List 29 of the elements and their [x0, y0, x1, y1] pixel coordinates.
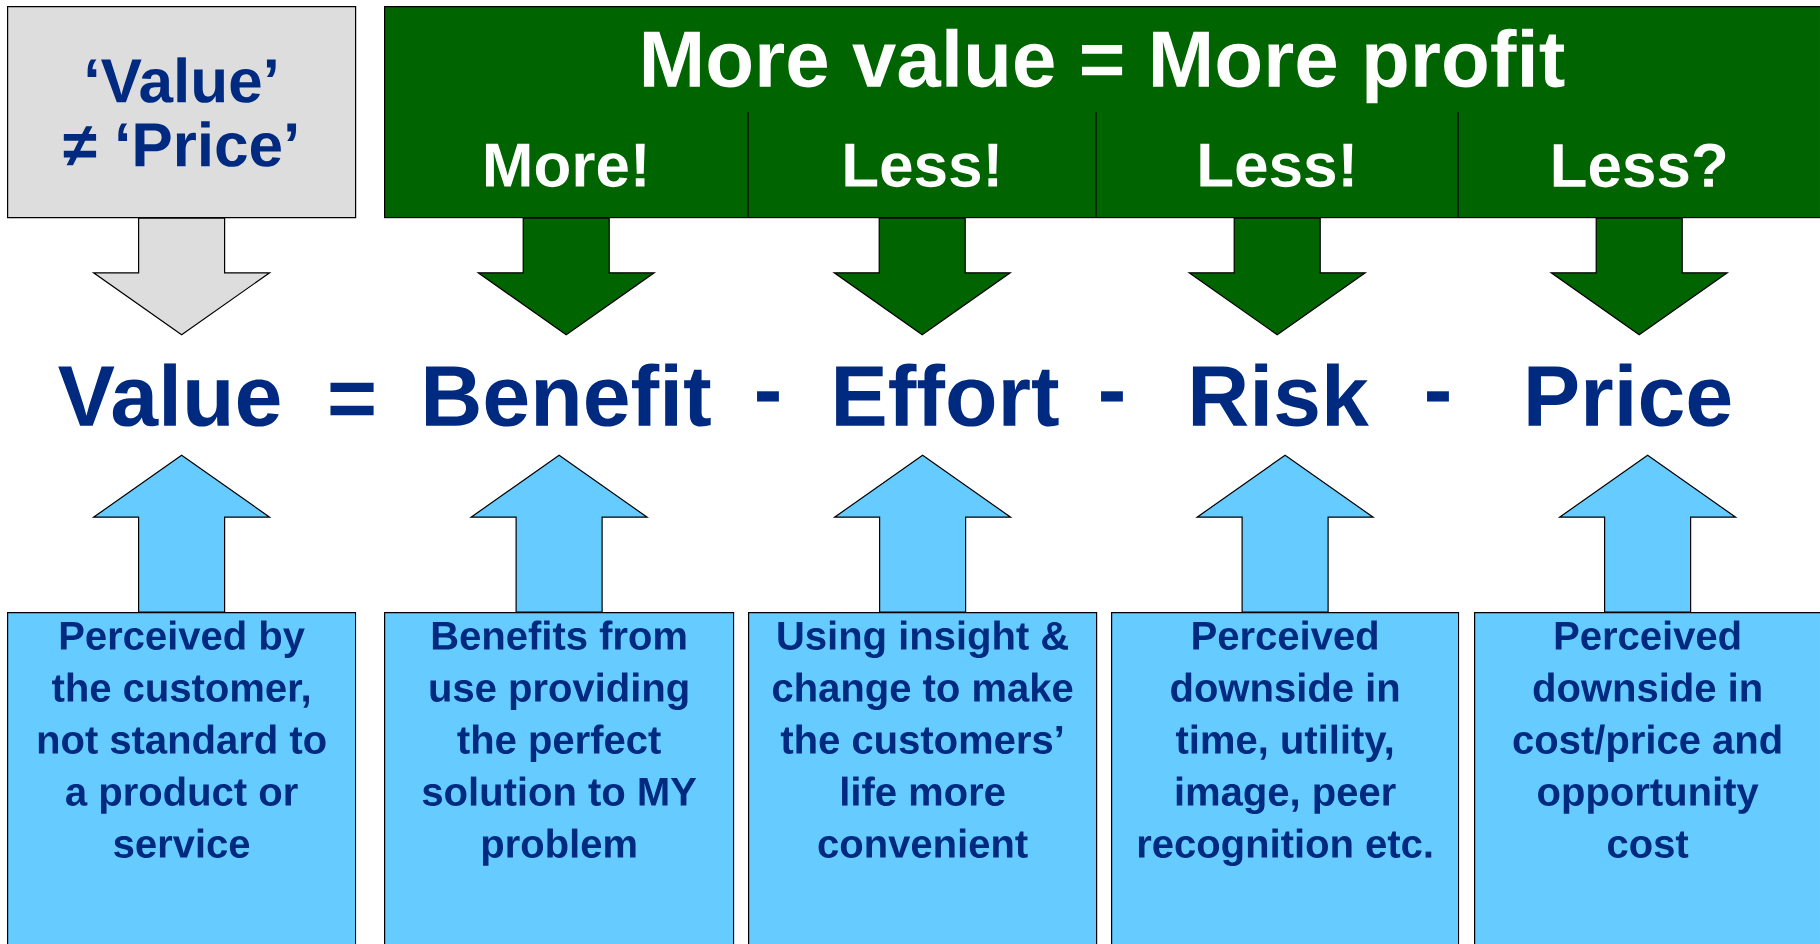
block-arrow [1195, 454, 1375, 613]
block-arrow [91, 217, 272, 336]
equation-term: Risk [1192, 363, 1369, 427]
block-arrow [832, 217, 1013, 336]
block-arrow [1187, 217, 1368, 336]
operator-sign: - [1427, 391, 1449, 402]
block-arrow [1557, 454, 1738, 613]
operator-sign: - [1101, 391, 1123, 402]
description-box: Using insight & change to make the customers’ life more convenient [748, 612, 1098, 944]
value-price-box: ‘Value’ ≠ ‘Price’ [7, 6, 357, 219]
banner-cell: Less? [1553, 143, 1726, 188]
equation-term: Benefit [426, 363, 711, 427]
description-box: Benefits from use providing the perfect solution to MY problem [384, 612, 735, 944]
block-arrow [1549, 217, 1730, 336]
operator-sign: - [757, 391, 779, 402]
block-arrow [832, 454, 1013, 613]
equation-term: Price [1528, 363, 1731, 427]
equation-term: Value [58, 363, 280, 427]
description-box: Perceived downside in time, utility, image, peer recognition etc. [1111, 612, 1460, 944]
equation-term: Effort [836, 363, 1059, 427]
banner-cell: More! [485, 143, 645, 188]
operator-sign: = [330, 382, 374, 416]
banner-cell: Less! [845, 143, 998, 188]
block-arrow [476, 217, 657, 336]
block-arrow [91, 454, 272, 613]
banner-cell: Less! [1200, 143, 1353, 188]
description-box: Perceived by the customer, not standard to a product or service [7, 612, 357, 944]
block-arrow [469, 454, 649, 613]
description-box: Perceived downside in cost/price and opportunity cost [1474, 612, 1820, 944]
